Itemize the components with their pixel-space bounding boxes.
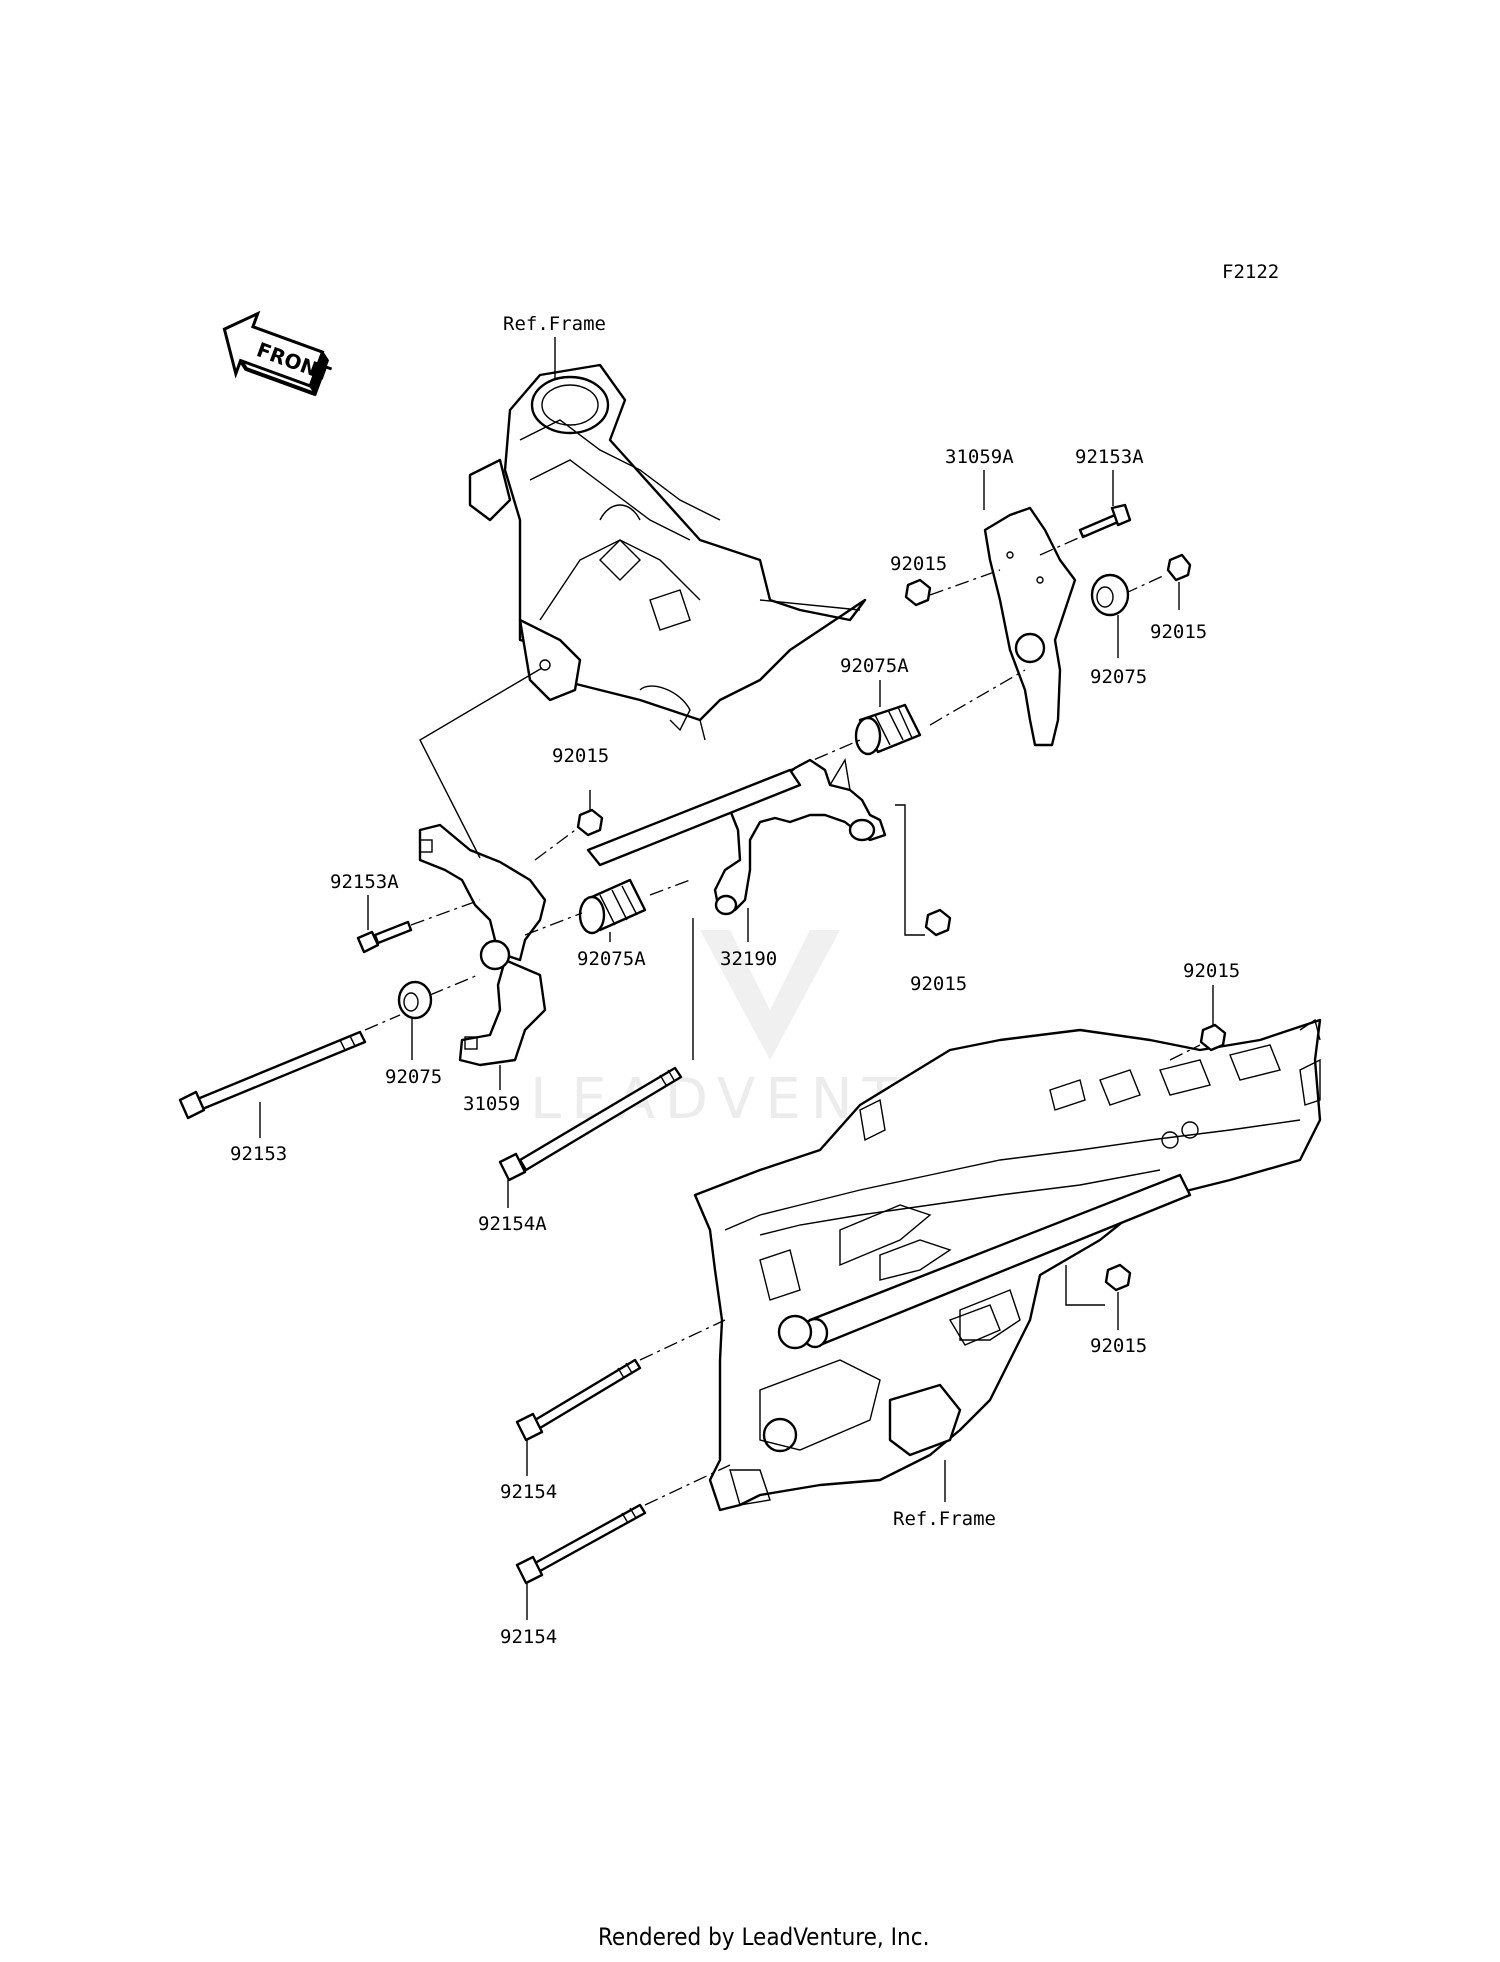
bolt-92153A-left (356, 920, 413, 954)
label-92015-a: 92015 (890, 553, 947, 575)
bracket-31059A (983, 506, 1077, 747)
bushing-92075A-left (578, 878, 647, 935)
nut-92015-d (924, 908, 952, 937)
axis-92153 (364, 1014, 401, 1031)
label-92154-b: 92154 (500, 1626, 557, 1648)
axis-92015-c (534, 827, 579, 861)
label-92015-e: 92015 (1183, 960, 1240, 982)
link-frame-bracket (419, 667, 543, 859)
engine-mount-32190 (586, 758, 887, 916)
watermark-logo (700, 930, 840, 1060)
axis-92153A-right (1039, 534, 1086, 556)
axis-92153A-left (410, 899, 481, 926)
front-arrow-icon: FRONT (222, 310, 334, 397)
axis-92075-left (429, 974, 479, 996)
label-92153A-left: 92153A (330, 871, 399, 893)
label-92075-left: 92075 (385, 1066, 442, 1088)
label-92153: 92153 (230, 1143, 287, 1165)
nut-92015-a (904, 578, 932, 607)
label-92075A-left: 92075A (577, 948, 646, 970)
ref-frame-bottom-label: Ref.Frame (893, 1508, 996, 1530)
washer-92075-right (1090, 573, 1130, 617)
label-92015-f: 92015 (1090, 1335, 1147, 1357)
upper-frame-section (468, 363, 867, 741)
bolt-92153A-right (1078, 503, 1132, 539)
bracket-31059 (418, 823, 547, 1067)
leader-92015-d (895, 804, 925, 936)
axis-92154-b (644, 1464, 731, 1506)
label-31059: 31059 (463, 1093, 520, 1115)
label-92154-a: 92154 (500, 1481, 557, 1503)
label-92075-right: 92075 (1090, 666, 1147, 688)
washer-92075-left (397, 980, 433, 1020)
nut-92015-b (1166, 553, 1192, 582)
axis-92075A-left (524, 912, 583, 936)
label-92015-b: 92015 (1150, 621, 1207, 643)
axis-92075A-left-b (649, 879, 691, 896)
nut-92015-f (1104, 1263, 1132, 1292)
label-32190: 32190 (720, 948, 777, 970)
bolt-92154A (498, 1066, 683, 1182)
axis-92015-a (929, 569, 1001, 596)
ref-frame-top-label: Ref.Frame (503, 313, 606, 335)
axis-92154-a (639, 1319, 726, 1361)
nut-92015-c (576, 808, 604, 837)
axis-92015-e (1169, 1044, 1201, 1061)
label-92153A-right: 92153A (1075, 446, 1144, 468)
footer-credit: Rendered by LeadVenture, Inc. (598, 1923, 929, 1951)
label-92075A-right: 92075A (840, 655, 909, 677)
label-92154A: 92154A (478, 1213, 547, 1235)
label-31059A: 31059A (945, 446, 1014, 468)
lower-frame-section (693, 1018, 1322, 1512)
bushing-92075A-right (854, 703, 922, 756)
axis-92075A-right (929, 669, 1026, 726)
leader-92015-f-bracket (1065, 1265, 1105, 1306)
bolt-92154-a (515, 1358, 642, 1442)
nut-92015-e (1199, 1023, 1227, 1052)
bolt-92153 (178, 1030, 367, 1120)
figure-id: F2122 (1222, 261, 1279, 283)
bolt-92154-b (515, 1503, 647, 1585)
label-92015-d: 92015 (910, 973, 967, 995)
label-92015-c: 92015 (552, 745, 609, 767)
